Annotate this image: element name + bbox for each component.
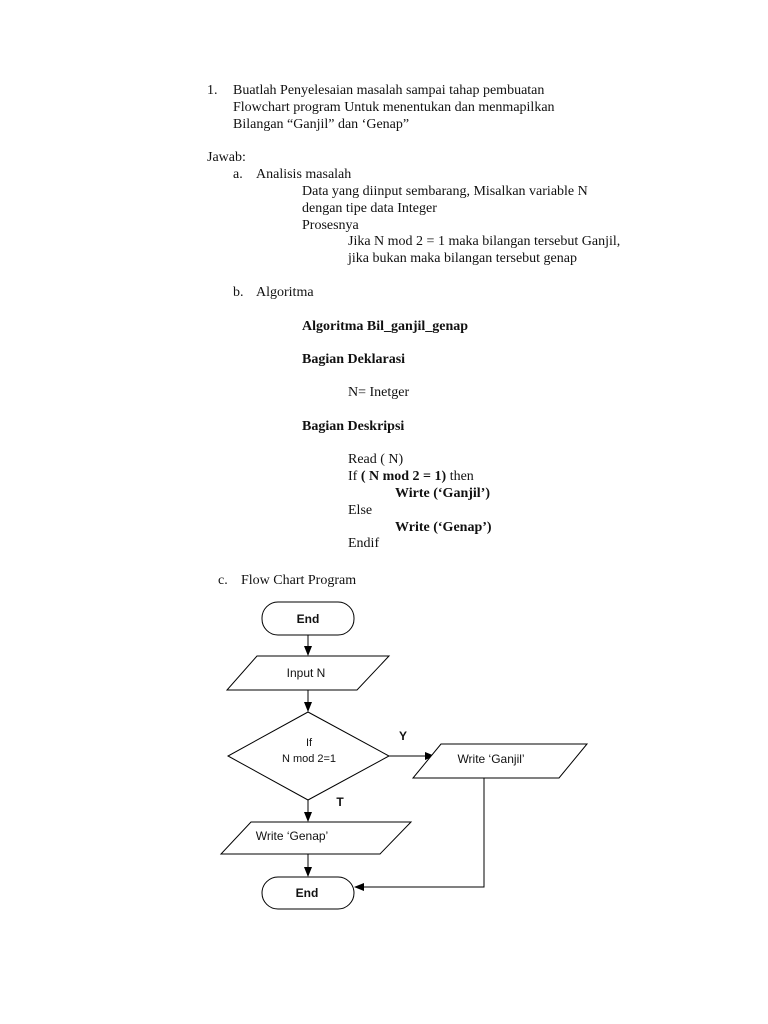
then-keyword: then <box>446 469 474 484</box>
analysis-line-3: Prosesnya <box>302 218 359 233</box>
if-statement: If ( N mod 2 = 1) then <box>348 468 474 485</box>
decision-line-2: N mod 2=1 <box>282 753 336 765</box>
analysis-line-1: Data yang diinput sembarang, Misalkan va… <box>302 184 588 199</box>
end-terminator <box>261 876 355 910</box>
connector-ganjil-to-end <box>354 778 485 891</box>
write-ganjil-label: Write ‘Ganjil’ <box>457 752 524 766</box>
flowchart-marker: c. <box>218 573 228 588</box>
write-genap-statement: Write (‘Genap’) <box>395 520 492 535</box>
algorithm-marker: b. <box>233 285 244 300</box>
write-genap-parallelogram <box>219 821 413 855</box>
question-line-1: Buatlah Penyelesaian masalah sampai taha… <box>233 83 545 98</box>
answer-label: Jawab: <box>207 150 246 165</box>
question-line-3: Bilangan “Ganjil” dan ‘Genap” <box>233 117 410 132</box>
question-number: 1. <box>207 83 218 98</box>
no-label: T <box>336 795 344 809</box>
analysis-marker: a. <box>233 167 243 182</box>
algorithm-title: Algoritma Bil_ganjil_genap <box>302 319 469 334</box>
end-label: End <box>296 886 319 900</box>
if-keyword: If <box>348 469 361 484</box>
write-ganjil-statement: Wirte (‘Ganjil’) <box>395 486 490 501</box>
input-label: Input N <box>287 666 326 680</box>
start-label: End <box>297 612 320 626</box>
decision-line-1: If <box>306 737 313 749</box>
write-ganjil-parallelogram <box>411 743 589 779</box>
question-line-2: Flowchart program Untuk menentukan dan m… <box>233 100 555 115</box>
flowchart-heading: Flow Chart Program <box>241 573 357 588</box>
description-heading: Bagian Deskripsi <box>302 419 405 434</box>
yes-label: Y <box>399 729 407 743</box>
declaration-heading: Bagian Deklarasi <box>302 352 406 367</box>
else-keyword: Else <box>348 503 373 518</box>
if-condition: ( N mod 2 = 1) <box>360 469 447 484</box>
analysis-heading: Analisis masalah <box>256 167 352 182</box>
algorithm-heading: Algoritma <box>256 285 314 300</box>
process-line-2: jika bukan maka bilangan tersebut genap <box>348 251 577 266</box>
process-line-1: Jika N mod 2 = 1 maka bilangan tersebut … <box>348 234 621 249</box>
analysis-line-2: dengan tipe data Integer <box>302 201 437 216</box>
read-statement: Read ( N) <box>348 452 404 467</box>
write-genap-label: Write ‘Genap’ <box>256 829 328 843</box>
input-parallelogram <box>225 655 391 691</box>
declaration-value: N= Inetger <box>348 385 410 400</box>
endif-keyword: Endif <box>348 536 380 551</box>
